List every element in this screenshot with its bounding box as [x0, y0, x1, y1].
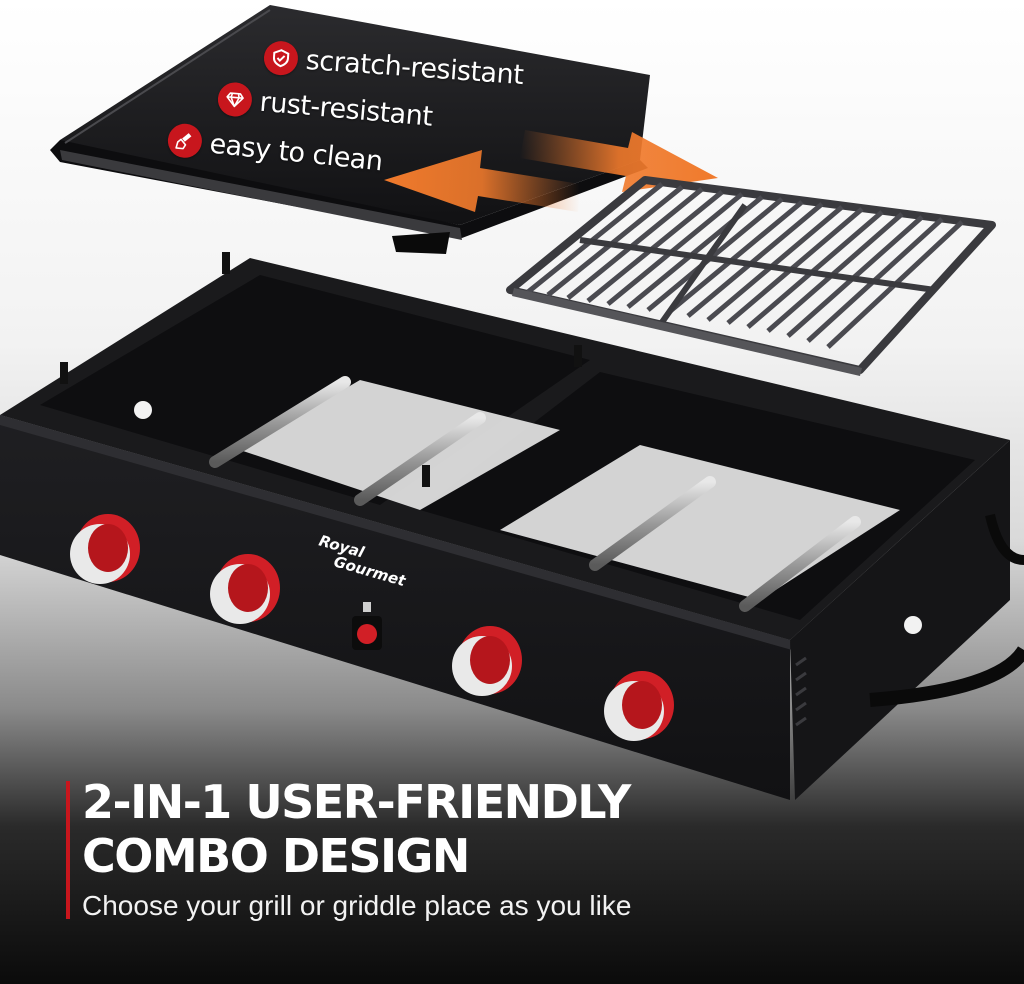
cooking-grate [506, 176, 996, 376]
control-knobs [70, 514, 674, 741]
knob-1 [70, 514, 140, 584]
subtitle: Choose your grill or griddle place as yo… [82, 890, 632, 921]
headline-line-2: COMBO DESIGN [82, 829, 470, 883]
accent-bar [66, 781, 70, 919]
headline-block: 2-IN-1 USER-FRIENDLY COMBO DESIGN Choose… [66, 775, 966, 923]
ignition-button [352, 602, 382, 650]
headline-line-1: 2-IN-1 USER-FRIENDLY [82, 775, 631, 829]
feature-scratch-resistant: scratch-resistant [262, 40, 525, 92]
feature-easy-to-clean: easy to clean [166, 122, 384, 178]
griddle-plate [50, 5, 650, 254]
feature-rust-resistant: rust-resistant [216, 81, 434, 134]
brush-icon [166, 122, 204, 160]
burner-tubes [209, 376, 861, 612]
knob-4 [604, 671, 674, 741]
knob-3 [452, 626, 522, 696]
knob-2 [210, 554, 280, 624]
grill-body [0, 252, 1024, 800]
diamond-icon [216, 81, 254, 118]
shield-check-icon [262, 40, 300, 77]
swap-arrows [384, 130, 718, 212]
